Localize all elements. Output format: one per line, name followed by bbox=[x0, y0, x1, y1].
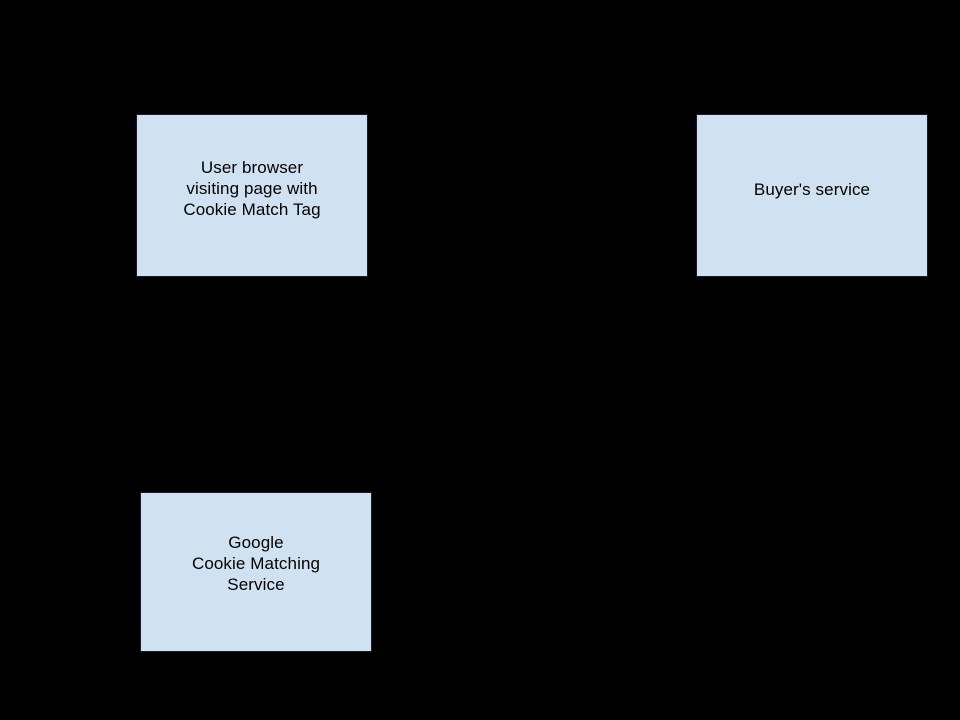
diagram-node-google-cookie-matching-service[interactable]: Google Cookie Matching Service bbox=[140, 492, 372, 652]
diagram-node-user-browser[interactable]: User browser visiting page with Cookie M… bbox=[136, 114, 368, 277]
diagram-node-google-cookie-matching-service-label: Google Cookie Matching Service bbox=[191, 533, 321, 594]
diagram-node-buyers-service[interactable]: Buyer's service bbox=[696, 114, 928, 277]
diagram-node-user-browser-label: User browser visiting page with Cookie M… bbox=[183, 158, 321, 219]
diagram-node-buyers-service-label: Buyer's service bbox=[753, 180, 871, 199]
